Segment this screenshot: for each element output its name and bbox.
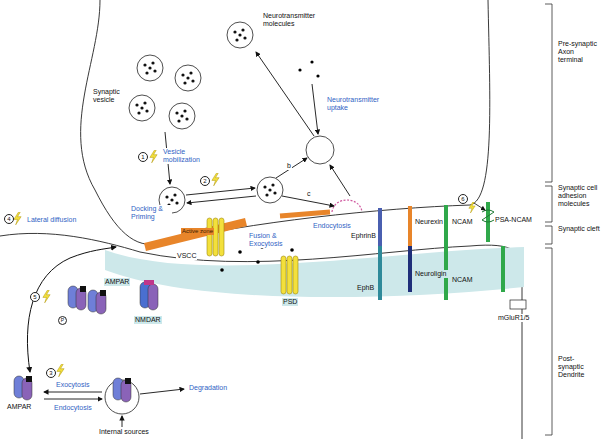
arrow-label: b	[286, 162, 292, 170]
receptor-label: AMPAR	[104, 278, 130, 286]
part-label: Active zone	[181, 228, 214, 235]
callout-number: 5	[30, 292, 40, 302]
process-label: Degradation	[188, 384, 228, 392]
receptor-label: AMPAR	[6, 403, 32, 411]
process-label: Exocytosis	[55, 381, 90, 389]
callout-number: 4	[4, 214, 14, 224]
process-label: Lateral diffusion	[26, 216, 77, 224]
molecule-label: Neurexin	[414, 218, 444, 226]
part-label: VSCC	[176, 252, 197, 260]
region-label: PSD	[282, 298, 298, 306]
process-label: Docking & Priming	[130, 205, 172, 221]
phospho-mark: P	[58, 316, 67, 325]
receptor-label: mGluR1/5	[497, 314, 531, 322]
arrow-label: c	[306, 190, 312, 198]
process-label: Endocytosis	[53, 404, 93, 412]
region-label: Synaptic cleft	[557, 225, 601, 233]
region-label: Post-synaptic Dendrite	[557, 355, 601, 379]
part-label: Synaptic vesicle	[92, 88, 128, 104]
molecule-label: NCAM	[451, 218, 474, 226]
region-label: Pre-synaptic Axon terminal	[557, 40, 601, 64]
molecule-label: NCAM	[451, 276, 474, 284]
callout-number: 2	[200, 176, 210, 186]
callout-number: 6	[458, 194, 468, 204]
molecule-label: Neuroligin	[414, 270, 448, 278]
note-label: Internal sources	[98, 428, 150, 436]
process-label: Fusion & Exocytosis	[248, 232, 290, 248]
receptor-label: NMDAR	[134, 316, 162, 324]
molecule-label: EphrinB	[350, 232, 377, 240]
region-label: Synaptic cell adhesion molecules	[557, 184, 601, 208]
callout-number: 1	[138, 152, 148, 162]
note-label: Neurotransmitter molecules	[262, 12, 322, 28]
process-label: Vesicle mobilization	[162, 148, 212, 164]
molecule-label: PSA-NCAM	[494, 216, 533, 224]
callout-number: 3	[46, 368, 56, 378]
process-label: Endocytosis	[312, 222, 352, 230]
molecule-label: EphB	[356, 284, 375, 292]
process-label: Neurotransmitter uptake	[326, 96, 388, 112]
